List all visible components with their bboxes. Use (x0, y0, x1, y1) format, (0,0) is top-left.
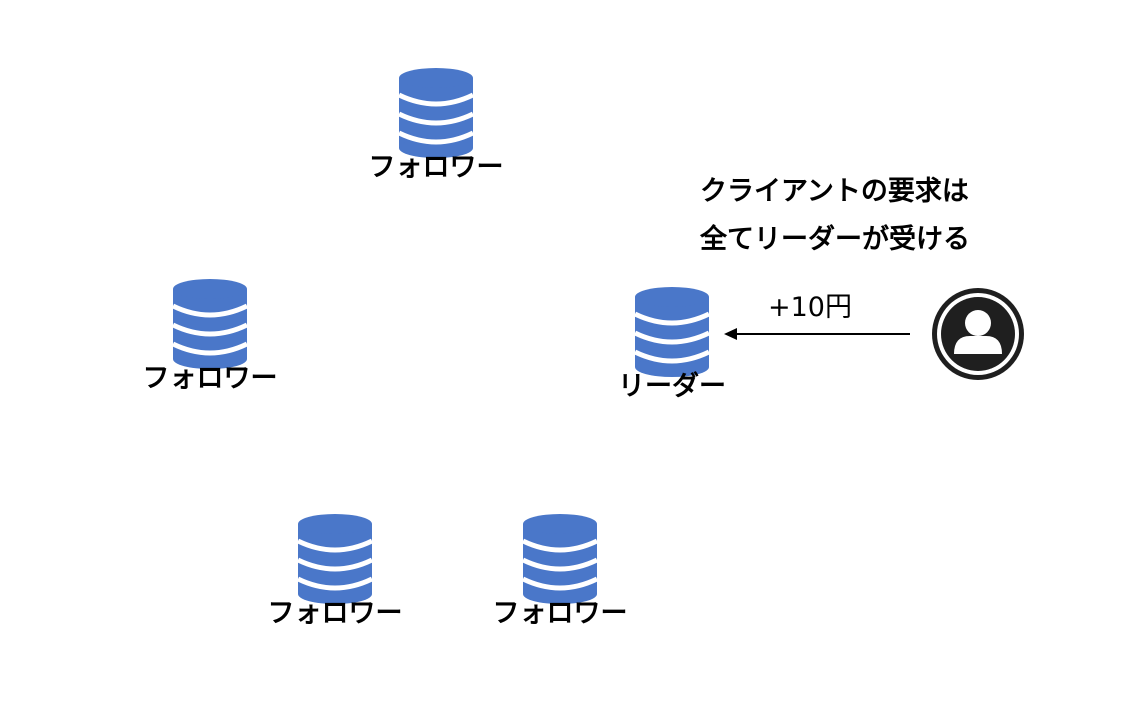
node-label: フォロワー (142, 363, 278, 394)
follower-node-bottom-right: フォロワー (480, 514, 640, 630)
node-label: リーダー (618, 371, 726, 402)
database-icon (297, 514, 373, 604)
node-label: フォロワー (267, 598, 403, 629)
note-line: 全てリーダーが受ける (700, 224, 970, 255)
follower-node-top: フォロワー (356, 68, 516, 184)
follower-node-bottom-left: フォロワー (255, 514, 415, 630)
leader-node: リーダー (592, 287, 752, 403)
request-label: +10円 (768, 292, 852, 323)
follower-node-left: フォロワー (130, 279, 290, 395)
note-line: クライアントの要求は (700, 176, 969, 207)
database-icon (172, 279, 248, 369)
node-label: フォロワー (368, 152, 504, 183)
user-icon (932, 288, 1024, 380)
database-icon (398, 68, 474, 158)
node-label: フォロワー (492, 598, 628, 629)
database-icon (634, 287, 710, 377)
client-node (930, 286, 1026, 382)
database-icon (522, 514, 598, 604)
note-text: クライアントの要求は 全てリーダーが受ける (700, 168, 970, 264)
request-arrow (724, 328, 910, 340)
